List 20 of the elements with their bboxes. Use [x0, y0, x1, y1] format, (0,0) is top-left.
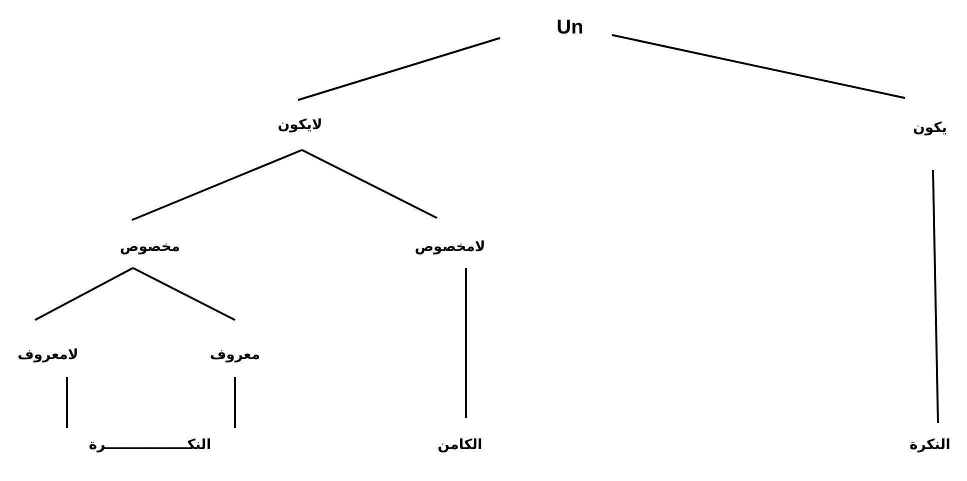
tree-label: لامعروف	[16, 346, 80, 364]
tree-label: يكون	[910, 119, 950, 137]
tree-label: لايكون	[276, 116, 324, 134]
tree-line	[234, 377, 236, 428]
tree-line	[132, 267, 236, 321]
tree-label: النكـــــــــــــــــرة	[86, 436, 214, 454]
tree-line	[298, 37, 500, 101]
tree-line	[465, 268, 467, 418]
tree-line	[34, 267, 134, 321]
tree-line	[132, 149, 302, 221]
tree-line	[302, 149, 438, 219]
tree-label: النكرة	[908, 436, 952, 454]
tree-line	[66, 377, 68, 428]
tree-label: مخصوص	[118, 238, 182, 256]
tree-label: معروف	[208, 346, 262, 364]
tree-label: الكامن	[436, 436, 484, 454]
tree-label: لامخصوص	[412, 238, 488, 256]
tree-label: Un	[554, 16, 586, 40]
tree-line	[932, 170, 939, 424]
tree-line	[612, 34, 906, 99]
